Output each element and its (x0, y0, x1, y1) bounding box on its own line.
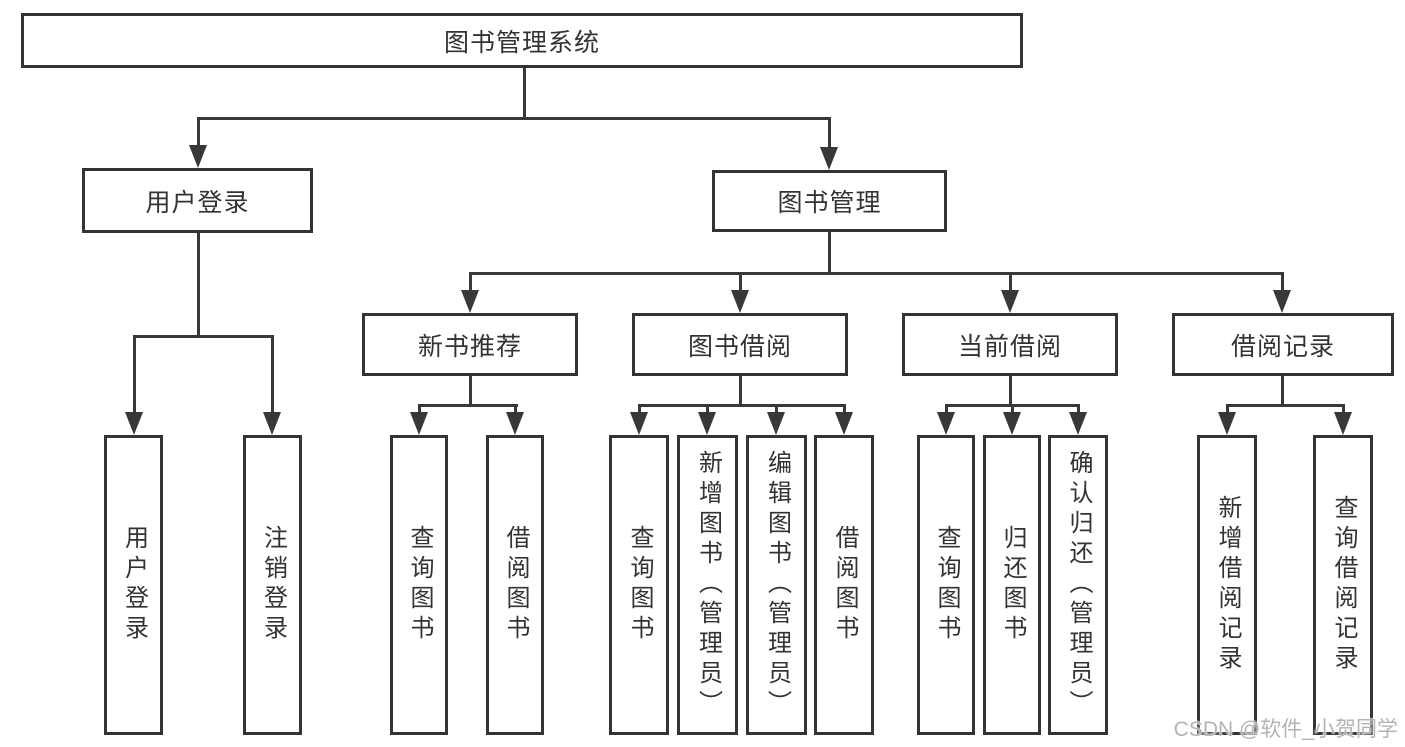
connector-line (197, 117, 831, 120)
node-leaf-return-books: 归还图书 (983, 435, 1041, 735)
node-label: 借阅图书 (502, 525, 529, 645)
arrow-down-icon (1003, 412, 1021, 435)
connector-line (739, 376, 742, 407)
connector-line (523, 68, 526, 120)
arrow-down-icon (1218, 412, 1236, 435)
node-leaf-query-books-2: 查询图书 (609, 435, 669, 735)
node-label: 借阅图书 (831, 525, 858, 645)
arrow-down-icon (1273, 290, 1291, 313)
node-borrow-records: 借阅记录 (1172, 313, 1394, 376)
arrow-down-icon (698, 412, 716, 435)
connector-line (1009, 272, 1012, 295)
arrow-down-icon (1001, 290, 1019, 313)
node-leaf-query-borrow-record: 查询借阅记录 (1313, 435, 1373, 735)
connector-line (418, 404, 421, 418)
arrow-down-icon (767, 412, 785, 435)
node-leaf-confirm-return-admin: 确认归还（管理员） (1048, 435, 1108, 735)
node-leaf-query-books-1: 查询图书 (390, 435, 448, 735)
connector-line (638, 404, 641, 418)
node-root-label: 图书管理系统 (443, 28, 600, 57)
node-label: 当前借阅 (957, 332, 1062, 361)
connector-line (197, 233, 200, 337)
arrow-down-icon (461, 290, 479, 313)
connector-line (514, 404, 517, 418)
connector-line (133, 335, 274, 338)
connector-line (418, 404, 518, 407)
connector-line (133, 335, 136, 417)
node-leaf-borrow-books-1: 借阅图书 (486, 435, 544, 735)
node-root: 图书管理系统 (21, 13, 1023, 68)
connector-line (638, 404, 846, 407)
connector-line (469, 376, 472, 407)
connector-line (1009, 376, 1012, 407)
watermark: CSDN @软件_小贺同学 (1173, 718, 1398, 741)
arrow-down-icon (506, 412, 524, 435)
node-user-login: 用户登录 (82, 168, 313, 233)
connector-line (197, 117, 200, 149)
node-leaf-query-books-3: 查询图书 (917, 435, 975, 735)
arrow-down-icon (1069, 412, 1087, 435)
connector-line (1281, 376, 1284, 407)
arrow-down-icon (835, 412, 853, 435)
node-label: 查询图书 (406, 525, 433, 645)
arrow-down-icon (731, 290, 749, 313)
node-label: 图书管理 (777, 189, 882, 217)
connector-line (1281, 272, 1284, 295)
connector-line (843, 404, 846, 418)
node-label: 新书推荐 (417, 332, 522, 361)
connector-line (775, 404, 778, 418)
node-label: 新增图书（管理员） (694, 450, 722, 720)
node-label: 用户登录 (145, 188, 250, 217)
node-label: 图书借阅 (687, 332, 792, 361)
node-label: 注销登录 (259, 525, 287, 645)
arrow-down-icon (189, 145, 207, 168)
connector-line (739, 272, 742, 295)
arrow-down-icon (937, 412, 955, 435)
node-label: 确认归还（管理员） (1065, 450, 1092, 720)
node-leaf-logout: 注销登录 (243, 435, 302, 735)
node-label: 借阅记录 (1230, 332, 1335, 361)
node-label: 新增借阅记录 (1214, 495, 1241, 675)
arrow-down-icon (630, 412, 648, 435)
connector-line (1226, 404, 1345, 407)
connector-line (828, 117, 831, 151)
node-leaf-borrow-books-2: 借阅图书 (814, 435, 874, 735)
connector-line (1226, 404, 1229, 418)
connector-line (828, 232, 831, 274)
connector-line (271, 335, 274, 417)
connector-line (1077, 404, 1080, 418)
connector-line (945, 404, 948, 418)
connector-line (706, 404, 709, 418)
node-label: 用户登录 (120, 525, 148, 645)
arrow-down-icon (1334, 412, 1352, 435)
node-new-book-recommend: 新书推荐 (362, 313, 578, 376)
connector-line (1342, 404, 1345, 418)
node-leaf-add-books-admin: 新增图书（管理员） (677, 435, 738, 735)
arrow-down-icon (820, 147, 838, 170)
node-leaf-user-login: 用户登录 (104, 435, 163, 735)
node-label: 查询借阅记录 (1330, 495, 1357, 675)
connector-line (1011, 404, 1014, 418)
arrow-down-icon (263, 412, 281, 435)
node-leaf-edit-books-admin: 编辑图书（管理员） (746, 435, 807, 735)
arrow-down-icon (410, 412, 428, 435)
node-leaf-add-borrow-record: 新增借阅记录 (1197, 435, 1257, 735)
connector-line (469, 272, 1284, 275)
node-book-management: 图书管理 (712, 170, 947, 232)
node-label: 查询图书 (933, 525, 960, 645)
node-label: 编辑图书（管理员） (763, 450, 791, 720)
node-label: 查询图书 (626, 525, 653, 645)
arrow-down-icon (125, 412, 143, 435)
node-current-borrow: 当前借阅 (902, 313, 1118, 376)
node-book-borrow: 图书借阅 (632, 313, 848, 376)
node-label: 归还图书 (999, 525, 1026, 645)
connector-line (469, 272, 472, 295)
